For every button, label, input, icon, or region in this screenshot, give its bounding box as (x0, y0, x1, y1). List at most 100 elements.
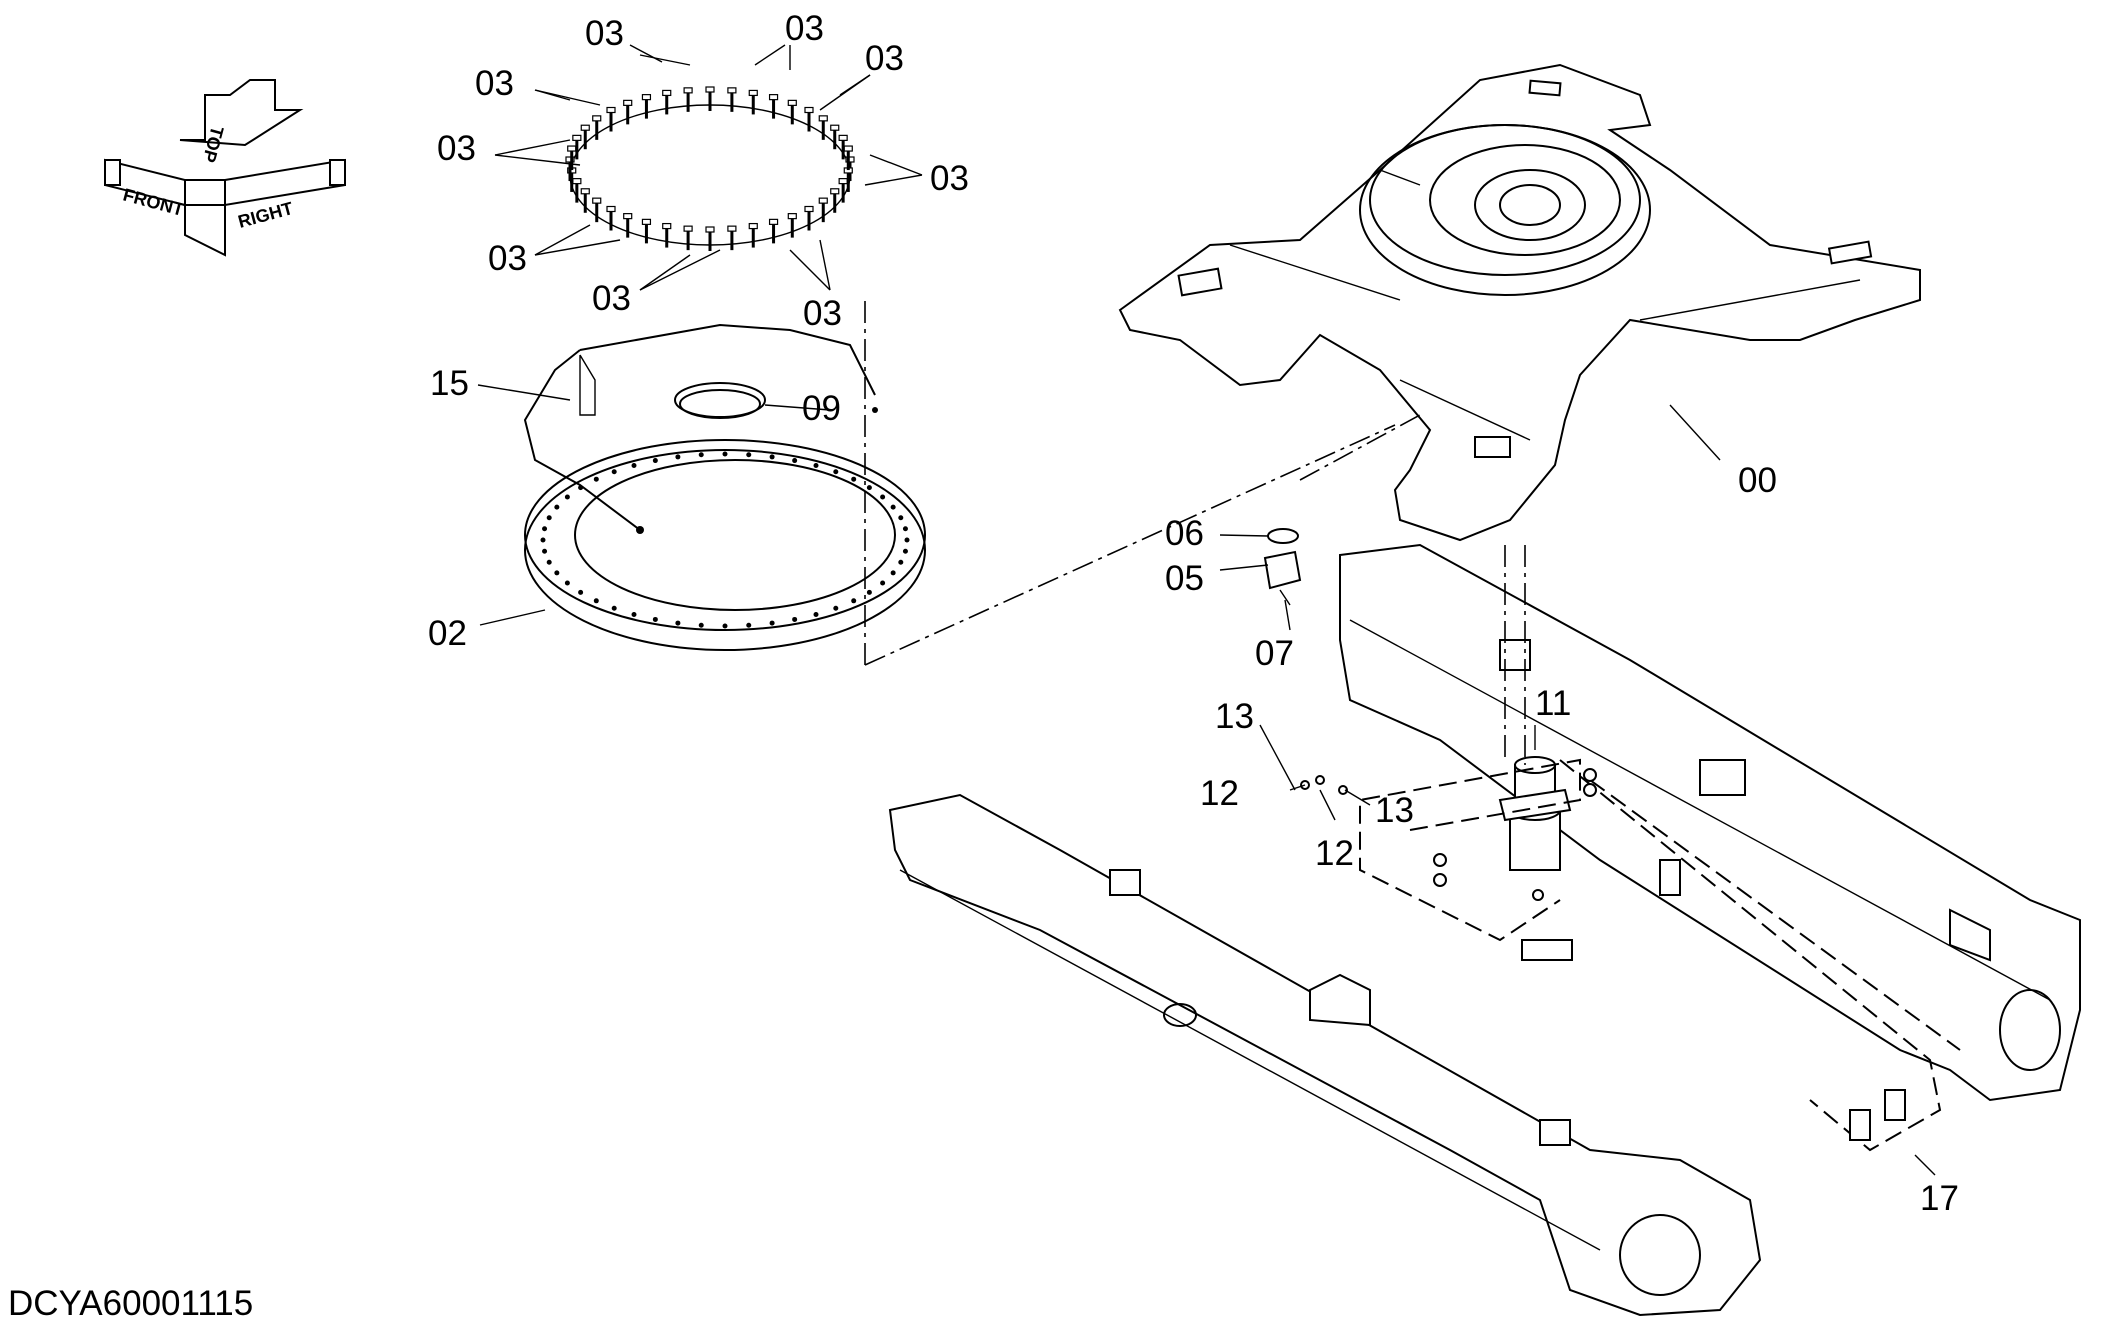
bearing-hole (593, 476, 599, 482)
grease-hose (523, 323, 878, 534)
lower-track-frame (888, 543, 2081, 1317)
callout-09: 09 (802, 389, 841, 428)
bearing-hole (890, 504, 896, 510)
bolt-head (662, 89, 672, 97)
bolt-head (705, 86, 715, 93)
bolt-head (748, 222, 758, 230)
callout-03: 03 (475, 64, 514, 103)
bearing-hole (722, 451, 728, 457)
bearing-hole (902, 548, 908, 554)
bolt-head (830, 188, 840, 195)
callout-labels: 03 03 03 03 03 03 03 03 03 15 09 02 00 0… (428, 9, 1959, 1218)
bolt-head (830, 124, 840, 131)
bearing-hole (554, 504, 560, 510)
bolt-head (580, 188, 590, 195)
bearing-hole (675, 454, 681, 460)
callout-05: 05 (1165, 559, 1204, 598)
bearing-hole (904, 537, 910, 543)
callout-03: 03 (785, 9, 824, 48)
bearing-hole (746, 622, 752, 628)
bolt-ring (565, 86, 855, 251)
bolt-head (838, 178, 848, 185)
bolt-head (727, 87, 737, 94)
callout-03: 03 (585, 14, 624, 53)
bearing-hole (554, 570, 560, 576)
bolt-head (804, 106, 814, 114)
bearing-hole (813, 611, 819, 617)
bolt-head (592, 197, 602, 204)
bolt-head (572, 134, 582, 141)
bolt-head (592, 115, 602, 122)
bearing-hole (652, 616, 658, 622)
bearing-hole (898, 559, 904, 565)
top-label: TOP (199, 124, 228, 165)
bearing-hole (851, 476, 857, 482)
callout-06: 06 (1165, 514, 1204, 553)
bearing-hole (890, 570, 896, 576)
bearing-hole (833, 469, 839, 475)
right-label: RIGHT (236, 198, 295, 232)
bearing-hole (542, 526, 548, 532)
bearing-hole (564, 580, 570, 586)
callout-03: 03 (488, 239, 527, 278)
bolt-head (683, 225, 693, 232)
bolt-head (787, 213, 797, 220)
center-swivel-joint (1498, 756, 1572, 871)
callout-03: 03 (592, 279, 631, 318)
callout-03: 03 (865, 39, 904, 78)
callout-13: 13 (1375, 791, 1414, 830)
callout-03: 03 (803, 294, 842, 333)
bearing-hole (902, 526, 908, 532)
callout-13: 13 (1215, 697, 1254, 736)
fitting-hardware (1300, 768, 1906, 1141)
swing-bearing (524, 439, 926, 651)
callout-17: 17 (1920, 1179, 1959, 1218)
bearing-hole (540, 537, 546, 543)
bearing-hole (769, 620, 775, 626)
bolt-head (705, 226, 715, 233)
callout-03: 03 (437, 129, 476, 168)
bolt-head (768, 94, 779, 101)
bolt-head (838, 134, 848, 141)
bearing-hole (880, 580, 886, 586)
gasket-06 (1267, 528, 1299, 544)
bearing-hole (546, 515, 552, 521)
bolt-head (565, 156, 575, 163)
plate-05 (1263, 550, 1302, 606)
bearing-hole (769, 454, 775, 460)
bearing-hole (851, 598, 857, 604)
bolt-head (567, 145, 577, 152)
bolt-head (623, 99, 633, 106)
bearing-hole (698, 452, 704, 458)
callout-02: 02 (428, 614, 467, 653)
bolt-head (580, 124, 590, 131)
bearing-hole (611, 469, 617, 475)
bearing-hole (675, 620, 681, 626)
bearing-hole (542, 548, 548, 554)
callout-12: 12 (1200, 774, 1239, 813)
bolt-head (748, 89, 758, 97)
bearing-hole (880, 494, 886, 500)
orientation-arrow-icon: FRONT RIGHT TOP (104, 79, 346, 257)
upper-frame (1118, 63, 1921, 542)
bearing-hole (792, 616, 798, 622)
bearing-hole (631, 463, 637, 469)
bearing-hole (564, 494, 570, 500)
bolt-head (623, 213, 633, 220)
bolt-head (768, 218, 779, 225)
bearing-hole (611, 605, 617, 611)
bearing-hole (546, 559, 552, 565)
callout-leaders (477, 44, 1936, 1176)
callout-03: 03 (930, 159, 969, 198)
bearing-hole (813, 463, 819, 469)
bolt-head (818, 115, 828, 122)
callout-07: 07 (1255, 634, 1294, 673)
bolt-head (818, 197, 828, 204)
bolt-head (641, 218, 652, 225)
bearing-hole (833, 605, 839, 611)
bearing-hole (746, 452, 752, 458)
callout-00: 00 (1738, 461, 1777, 500)
bearing-hole (866, 589, 872, 595)
bolt-head (606, 205, 616, 213)
